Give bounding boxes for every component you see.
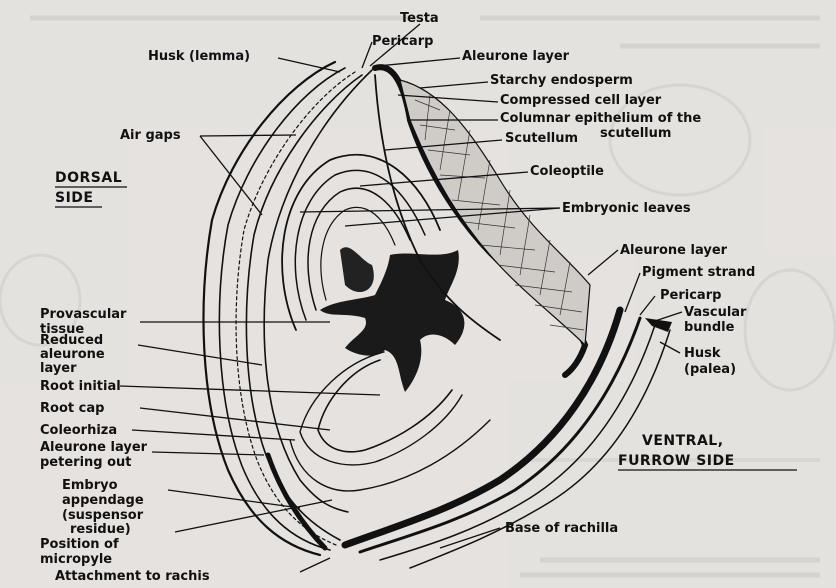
label-root-cap: Root cap (40, 401, 104, 416)
label-aleurone-right: Aleurone layer (620, 243, 728, 258)
label-embryo-appendage-2: appendage (62, 493, 144, 508)
label-root-initial: Root initial (40, 379, 121, 394)
label-husk-palea-2: (palea) (684, 362, 736, 377)
label-compressed-cell-layer: Compressed cell layer (500, 93, 662, 108)
label-husk-palea-1: Husk (684, 346, 721, 361)
label-embryo-appendage-1: Embryo (62, 478, 118, 493)
label-micropyle-1: Position of (40, 537, 119, 552)
side-label: SIDE (55, 190, 93, 206)
label-columnar-epithelium-2: scutellum (600, 126, 671, 141)
label-columnar-epithelium-1: Columnar epithelium of the (500, 111, 701, 126)
label-reduced-aleurone-2: aleurone (40, 347, 105, 362)
label-reduced-aleurone-3: layer (40, 361, 77, 376)
label-embryo-appendage-3: (suspensor (62, 508, 144, 523)
label-pigment-strand: Pigment strand (642, 265, 755, 280)
label-vascular-1: Vascular (684, 305, 747, 320)
label-coleorhiza: Coleorhiza (40, 423, 117, 438)
label-testa: Testa (400, 11, 439, 26)
label-vascular-2: bundle (684, 320, 735, 335)
label-base-rachilla: Base of rachilla (505, 521, 618, 536)
label-provascular-1: Provascular (40, 307, 127, 322)
furrow-side-label: FURROW SIDE (618, 453, 735, 469)
label-attachment-rachis: Attachment to rachis (55, 569, 210, 584)
label-husk-lemma: Husk (lemma) (148, 49, 250, 64)
label-aleurone-top: Aleurone layer (462, 49, 570, 64)
label-micropyle-2: micropyle (40, 552, 112, 567)
label-aleurone-petering-2: petering out (40, 455, 132, 470)
label-coleoptile: Coleoptile (530, 164, 604, 179)
label-pericarp-top: Pericarp (372, 34, 433, 49)
label-scutellum: Scutellum (505, 131, 578, 146)
label-aleurone-petering-1: Aleurone layer (40, 440, 148, 455)
label-air-gaps: Air gaps (120, 128, 181, 143)
label-reduced-aleurone-1: Reduced (40, 333, 103, 348)
label-embryo-appendage-4: residue) (70, 522, 131, 537)
ventral-label: VENTRAL, (642, 433, 724, 449)
dorsal-label: DORSAL (55, 170, 122, 186)
label-embryonic-leaves: Embryonic leaves (562, 201, 691, 216)
label-pericarp-right: Pericarp (660, 288, 721, 303)
label-starchy-endosperm: Starchy endosperm (490, 73, 633, 88)
